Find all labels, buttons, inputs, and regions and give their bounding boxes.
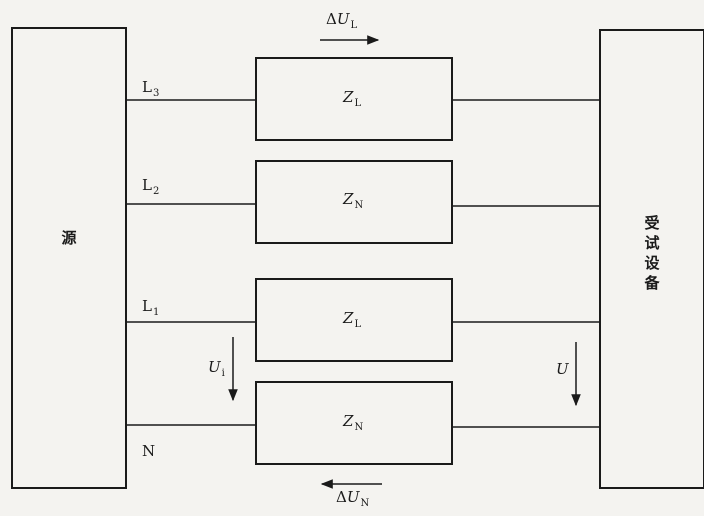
voltage-label-delta-ul: ΔUL xyxy=(326,10,358,31)
svg-text:备: 备 xyxy=(643,274,660,292)
svg-text:设: 设 xyxy=(644,254,659,272)
line-label-l3: L3 xyxy=(142,78,159,99)
wires xyxy=(126,99,600,428)
device-under-test-block xyxy=(599,29,704,489)
impedance-box-l2 xyxy=(255,160,453,244)
source-block xyxy=(11,27,127,489)
impedance-label-zl-1: ZL xyxy=(342,88,361,109)
impedance-label-zl-2: ZL xyxy=(342,309,361,330)
impedance-label-zn-1: ZN xyxy=(342,190,363,211)
device-label: 受 试 设 备 xyxy=(643,214,660,292)
voltage-label-ui: Ui xyxy=(208,358,225,379)
source-label: 源 xyxy=(61,229,76,247)
impedance-box-n xyxy=(255,381,453,465)
impedance-box-l1 xyxy=(255,278,453,362)
voltage-label-u: U xyxy=(556,360,570,378)
line-label-l2: L2 xyxy=(142,176,159,197)
voltage-label-delta-un: ΔUN xyxy=(336,488,370,509)
line-label-n: N xyxy=(142,442,155,460)
svg-text:受: 受 xyxy=(644,214,659,232)
impedance-label-zn-2: ZN xyxy=(342,412,363,433)
line-label-l1: L1 xyxy=(142,297,159,318)
svg-text:试: 试 xyxy=(644,234,659,252)
impedance-box-l3 xyxy=(255,57,453,141)
